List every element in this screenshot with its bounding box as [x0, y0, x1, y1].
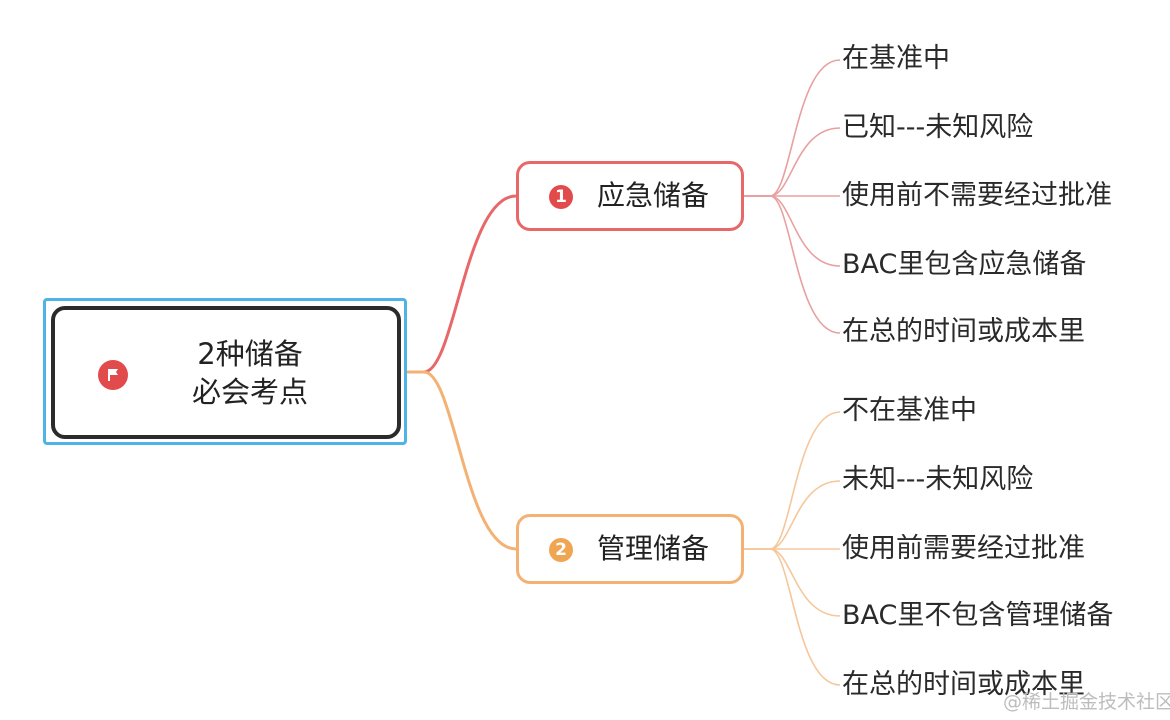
branch-label: 应急储备	[597, 179, 710, 212]
root-node-selection[interactable]	[43, 298, 407, 445]
leaf-node[interactable]: 使用前不需要经过批准	[842, 180, 1112, 211]
flag-icon	[98, 360, 128, 390]
leaf-node[interactable]: BAC里包含应急储备	[842, 249, 1087, 280]
leaf-node[interactable]: 不在基准中	[842, 395, 977, 426]
leaf-node[interactable]: BAC里不包含管理储备	[842, 600, 1114, 631]
branch-node-management-reserve[interactable]: 2 管理储备	[516, 514, 744, 584]
root-node-title: 2种储备 必会考点	[170, 335, 330, 411]
branch-node-contingency-reserve[interactable]: 1 应急储备	[516, 161, 744, 231]
connector-root-to-branch-2	[405, 370, 517, 551]
leaf-node[interactable]: 在总的时间或成本里	[842, 316, 1085, 347]
connector-branch-1-leaf-5	[744, 195, 841, 334]
priority-2-icon: 2	[549, 538, 573, 562]
root-title-line-2: 必会考点	[191, 375, 308, 409]
connector-branch-2-leaf-4	[744, 548, 841, 617]
branch-label: 管理储备	[597, 532, 710, 565]
connector-branch-2-leaf-2	[744, 480, 841, 550]
leaf-node[interactable]: 未知---未知风险	[842, 464, 1034, 495]
connector-branch-2-leaf-5	[744, 548, 841, 686]
priority-1-icon: 1	[549, 185, 573, 209]
connector-branch-2-leaf-1	[744, 411, 841, 550]
leaf-node[interactable]: 在总的时间或成本里	[842, 669, 1085, 700]
connector-root-to-branch-1	[405, 194, 517, 374]
connector-branch-1-leaf-2	[744, 127, 841, 197]
watermark: @稀土掘金技术社区	[1003, 691, 1170, 713]
root-title-line-1: 2种储备	[197, 337, 303, 371]
leaf-node[interactable]: 已知---未知风险	[842, 112, 1034, 143]
leaf-node[interactable]: 在基准中	[842, 43, 950, 74]
leaf-node[interactable]: 使用前需要经过批准	[842, 533, 1085, 564]
connector-branch-1-leaf-4	[744, 195, 841, 267]
connector-branch-1-leaf-1	[744, 59, 841, 197]
